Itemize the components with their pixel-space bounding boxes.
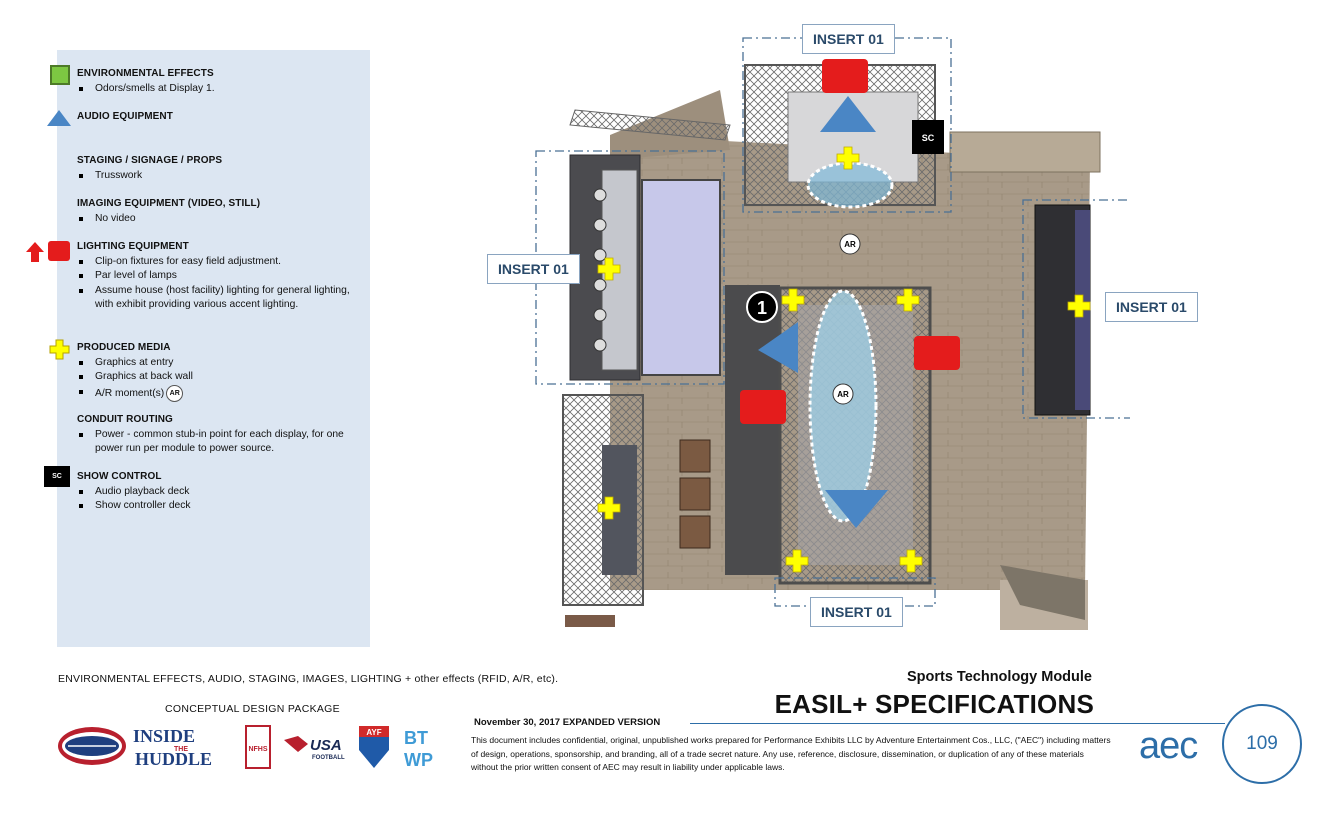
ar-zone-central <box>808 289 878 523</box>
page-number: 109 <box>1246 733 1278 754</box>
confidentiality-notice: This document includes confidential, ori… <box>471 735 1111 772</box>
legend-lighting-item: Clip-on fixtures for easy field adjustme… <box>77 255 362 270</box>
floor-plan: AR AR SC 1 <box>535 37 1130 630</box>
legend-audio-section: AUDIO EQUIPMENT <box>77 110 362 125</box>
legend-lighting-item: Par level of lamps <box>77 269 362 284</box>
the-text: THE <box>174 746 188 753</box>
nfhs-text: NFHS <box>248 746 267 753</box>
ar-badge-central-label: AR <box>837 390 849 399</box>
show-control-swatch: SC <box>44 466 70 487</box>
inside-text: INSIDE <box>133 726 195 746</box>
effects-summary: ENVIRONMENTAL EFFECTS, AUDIO, STAGING, I… <box>58 673 559 685</box>
audio-triangle-bottom <box>825 490 888 528</box>
lighting-fixtures <box>740 59 960 424</box>
sc-label: SC <box>922 133 935 143</box>
legend-imaging-heading: IMAGING EQUIPMENT (VIDEO, STILL) <box>77 198 261 209</box>
football-text: FOOTBALL <box>312 755 345 761</box>
central-dark-floor <box>725 285 780 575</box>
legend-env-heading: ENVIRONMENTAL EFFECTS <box>77 68 214 79</box>
legend-conduit-item: Power - common stub-in point for each di… <box>77 428 362 457</box>
aec-logo: aec <box>1139 725 1198 767</box>
legend-staging-section: STAGING / SIGNAGE / PROPS Trusswork <box>77 154 362 183</box>
legend-media-item: Graphics at entry <box>77 356 362 371</box>
legend-lighting-item: Assume house (host facility) lighting fo… <box>77 284 362 313</box>
legend-lighting-section: LIGHTING EQUIPMENT Clip-on fixtures for … <box>77 240 362 313</box>
legend-conduit-heading: CONDUIT ROUTING <box>77 414 173 425</box>
usa-football-logo: USA FOOTBALL <box>284 736 345 761</box>
version-date: November 30, 2017 EXPANDED VERSION <box>474 717 661 728</box>
legend-staging-heading: STAGING / SIGNAGE / PROPS <box>77 155 223 166</box>
top-right-cabinets <box>949 131 1101 173</box>
legend-lighting-heading: LIGHTING EQUIPMENT <box>77 241 189 252</box>
package-label: CONCEPTUAL DESIGN PACKAGE <box>165 703 340 715</box>
legend-show-heading: SHOW CONTROL <box>77 471 162 482</box>
module-title: Sports Technology Module <box>906 669 1092 685</box>
ayf-text: AYF <box>366 728 381 737</box>
produced-media-plus-icon <box>49 339 70 360</box>
audio-triangle-left <box>758 322 798 373</box>
display-number-badge <box>746 291 778 323</box>
insert-callout-top: INSERT 01 <box>802 24 895 54</box>
nfhs-logo: NFHS <box>245 725 271 769</box>
legend-media-item: Graphics at back wall <box>77 370 362 385</box>
top-left-truss-arm <box>569 109 731 141</box>
ar-badge-icon: AR <box>166 384 184 402</box>
legend-staging-item: Trusswork <box>77 169 362 184</box>
btwp-bottom-text: WP <box>404 750 433 770</box>
legend-audio-heading: AUDIO EQUIPMENT <box>77 111 173 122</box>
produced-media-markers <box>597 146 1091 573</box>
insert-callout-left: INSERT 01 <box>487 254 580 284</box>
legend-panel <box>57 50 370 647</box>
ar-badge-top-label: AR <box>844 240 856 249</box>
ar-zone-top <box>806 161 894 209</box>
display-number-label: 1 <box>757 298 767 318</box>
env-effects-swatch <box>50 65 70 85</box>
btwp-logo: BT WP <box>404 728 433 770</box>
legend-media-heading: PRODUCED MEDIA <box>77 342 171 353</box>
footer-divider <box>690 723 1225 724</box>
huddle-text: HUDDLE <box>135 749 212 769</box>
sc-box <box>912 120 944 154</box>
legend-media-item-text: A/R moment(s) <box>95 387 165 399</box>
left-projection-floor <box>641 179 721 376</box>
right-ramp <box>1000 565 1085 620</box>
lighting-swatch <box>48 241 70 261</box>
legend-conduit-section: CONDUIT ROUTING Power - common stub-in p… <box>77 413 362 457</box>
ayf-logo: AYF <box>359 726 389 768</box>
legend-imaging-section: IMAGING EQUIPMENT (VIDEO, STILL) No vide… <box>77 197 362 226</box>
inside-the-huddle-logo: INSIDE THE HUDDLE <box>58 726 212 769</box>
usa-text: USA <box>310 737 342 754</box>
left-wall-circles <box>593 188 607 352</box>
audio-triangle-icon <box>47 110 71 126</box>
bottom-left-seats <box>679 439 711 549</box>
page-number-circle: 109 <box>1222 704 1302 784</box>
ar-badge-central <box>832 383 854 405</box>
insert-callout-bottom: INSERT 01 <box>810 597 903 627</box>
legend-show-item: Show controller deck <box>77 499 362 514</box>
partner-logos: INSIDE THE HUDDLE NFHS USA FOOTBALL AYF … <box>58 725 433 770</box>
legend-media-item: A/R moment(s)AR <box>77 384 362 402</box>
legend-show-section: SHOW CONTROL Audio playback deck Show co… <box>77 470 362 514</box>
insert-callout-right: INSERT 01 <box>1105 292 1198 322</box>
legend-imaging-item: No video <box>77 212 362 227</box>
legend-media-section: PRODUCED MEDIA Graphics at entry Graphic… <box>77 341 362 402</box>
btwp-top-text: BT <box>404 728 428 748</box>
spec-title: EASIL+ SPECIFICATIONS <box>774 689 1094 719</box>
legend-show-item: Audio playback deck <box>77 485 362 500</box>
legend-env-item: Odors/smells at Display 1. <box>77 82 362 97</box>
legend-env-section: ENVIRONMENTAL EFFECTS Odors/smells at Di… <box>77 67 362 96</box>
ar-badge-top <box>839 233 861 255</box>
left-bottom-step <box>565 615 615 627</box>
audio-triangle-top <box>820 96 876 132</box>
lighting-up-arrow-icon <box>26 242 44 262</box>
